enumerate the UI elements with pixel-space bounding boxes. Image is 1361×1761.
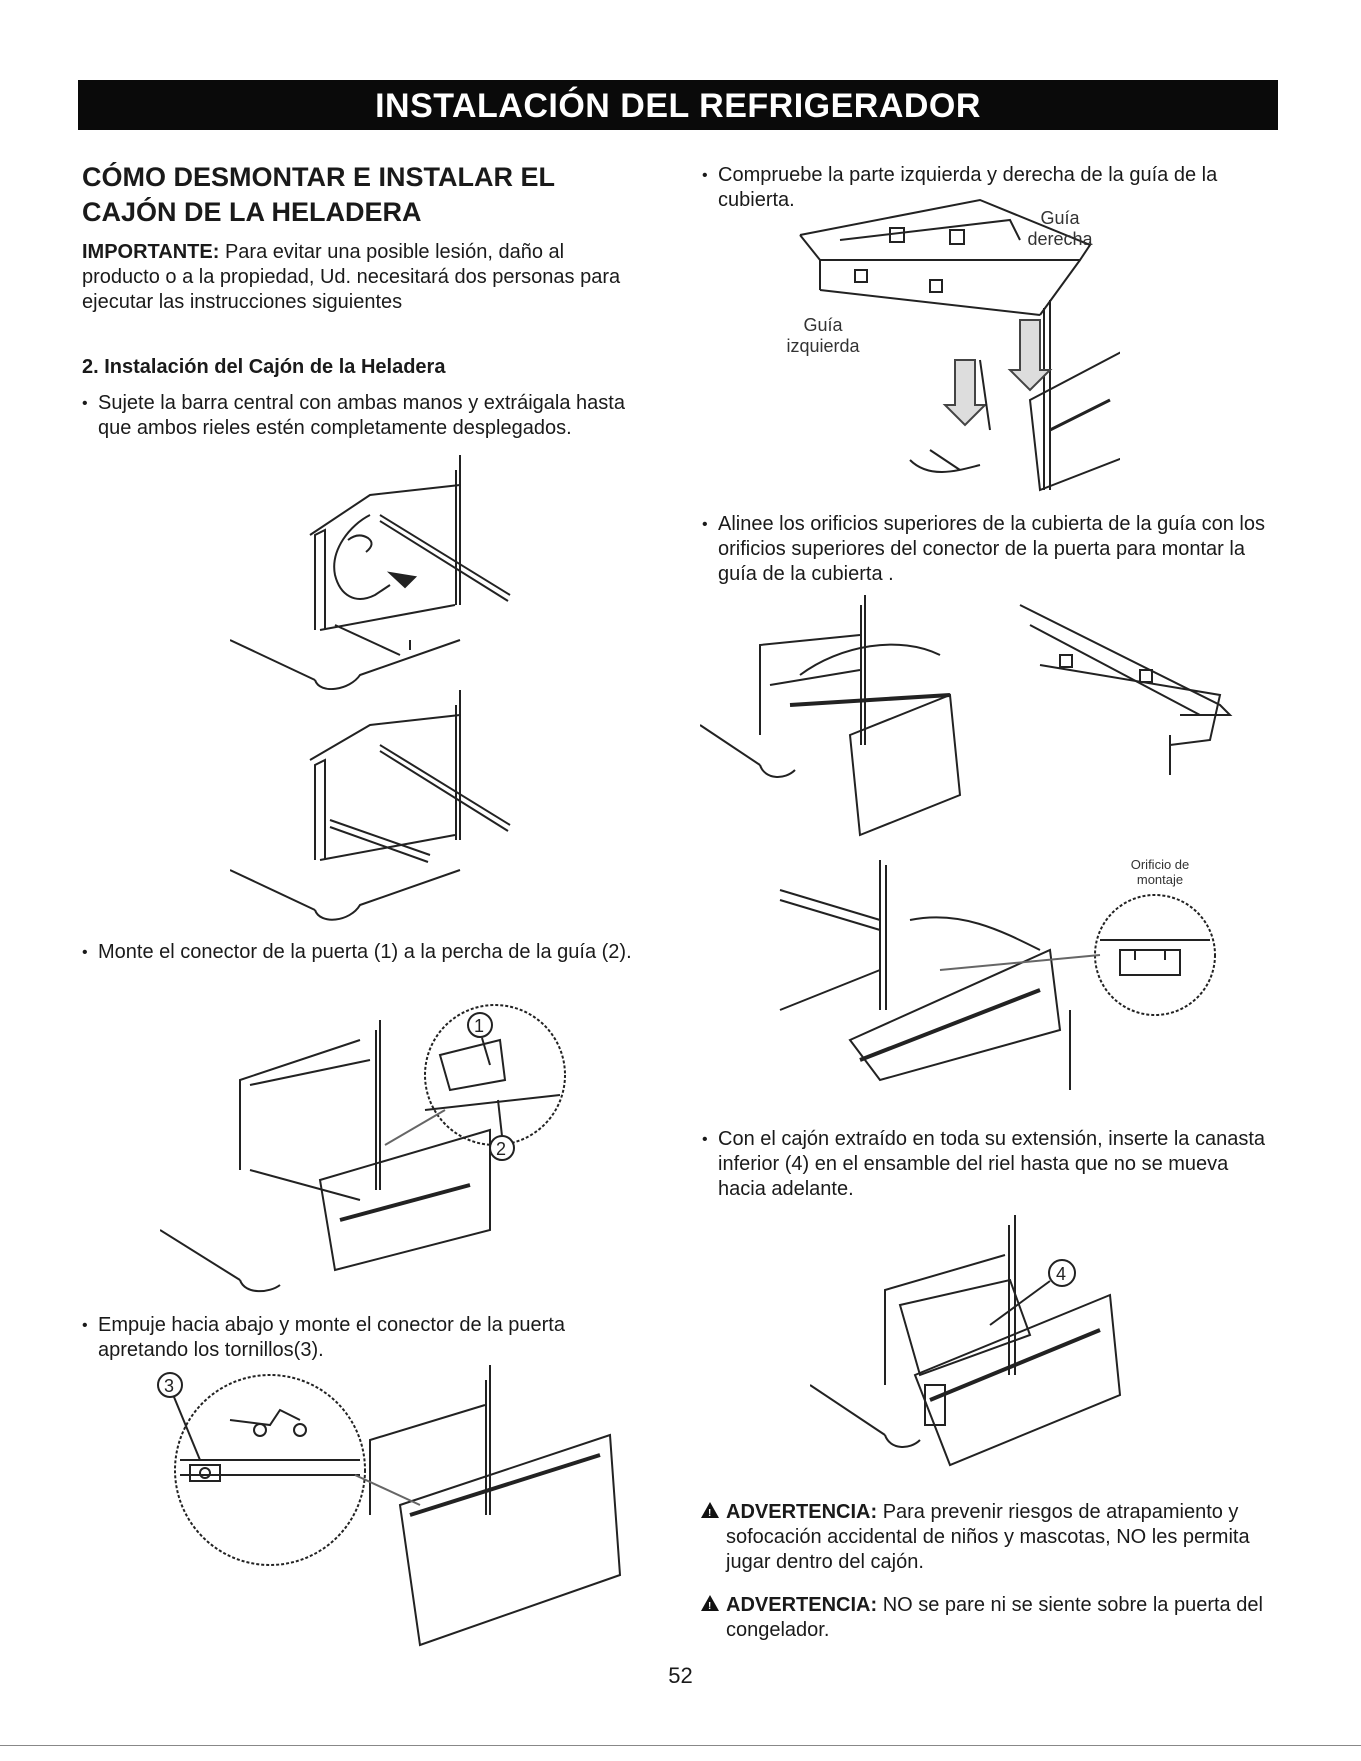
warning2-label: ADVERTENCIA: xyxy=(726,1594,878,1616)
section-title-line2: CAJÓN DE LA HELADERA xyxy=(82,197,422,227)
install-subheading: 2. Instalación del Cajón de la Heladera xyxy=(82,356,446,378)
guide-right-label: Guía derecha xyxy=(1027,208,1093,249)
marker-1: 1 xyxy=(474,1016,484,1036)
important-text: Para evitar una posible lesión, daño al … xyxy=(82,241,621,313)
step-check-guides: Compruebe la parte izquierda y derecha d… xyxy=(702,163,1298,213)
step-pull-bar: Sujete la barra central con ambas manos … xyxy=(82,391,638,441)
step-tighten-screws: Empuje hacia abajo y monte el conector d… xyxy=(82,1313,658,1363)
svg-text:!: ! xyxy=(708,1601,711,1612)
warning-entrapment: ! ADVERTENCIA: Para prevenir riesgos de … xyxy=(700,1500,1286,1575)
bottom-rule xyxy=(0,1745,1361,1746)
warning-icon: ! xyxy=(701,1595,719,1612)
figure-tighten-screws: 3 xyxy=(140,1365,630,1655)
section-title: CÓMO DESMONTAR E INSTALAR EL CAJÓN DE LA… xyxy=(82,160,642,230)
important-note: IMPORTANTE: Para evitar una posible lesi… xyxy=(82,240,622,315)
warning-no-stand: ! ADVERTENCIA: NO se pare ni se siente s… xyxy=(700,1593,1286,1643)
warning-icon: ! xyxy=(701,1502,719,1519)
guide-left-label: Guía izquierda xyxy=(786,315,860,356)
figure-cover-guides xyxy=(780,190,1120,510)
figure-mounting-hole xyxy=(760,860,1230,1090)
step-insert-basket: Con el cajón extraído en toda su extensi… xyxy=(702,1127,1278,1202)
warning1-text: Para prevenir riesgos de atrapamiento y … xyxy=(726,1501,1250,1573)
step-mount-connector: Monte el conector de la puerta (1) a la … xyxy=(82,940,658,965)
left-column: CÓMO DESMONTAR E INSTALAR EL CAJÓN DE LA… xyxy=(82,160,642,230)
marker-3: 3 xyxy=(164,1376,174,1396)
section-title-line1: CÓMO DESMONTAR E INSTALAR EL xyxy=(82,162,555,192)
warning2-text: NO se pare ni se siente sobre la puerta … xyxy=(726,1594,1263,1641)
marker-4: 4 xyxy=(1056,1264,1066,1284)
important-label: IMPORTANTE: xyxy=(82,241,220,263)
figure-align-guide xyxy=(700,595,1270,845)
svg-text:!: ! xyxy=(708,1508,711,1519)
warning1-label: ADVERTENCIA: xyxy=(726,1501,878,1523)
figure-pull-bar xyxy=(230,455,520,690)
figure-rails-extended xyxy=(230,690,520,925)
marker-2: 2 xyxy=(496,1139,506,1159)
figure-lower-basket: 4 xyxy=(810,1215,1130,1475)
page-number: 52 xyxy=(668,1663,693,1688)
step-align-holes: Alinee los orificios superiores de la cu… xyxy=(702,512,1278,587)
figure-connector-hanger: 1 2 xyxy=(160,1000,620,1300)
mounting-hole-label: Orificio de montaje xyxy=(1130,857,1190,887)
page-header: INSTALACIÓN DEL REFRIGERADOR xyxy=(78,80,1278,130)
